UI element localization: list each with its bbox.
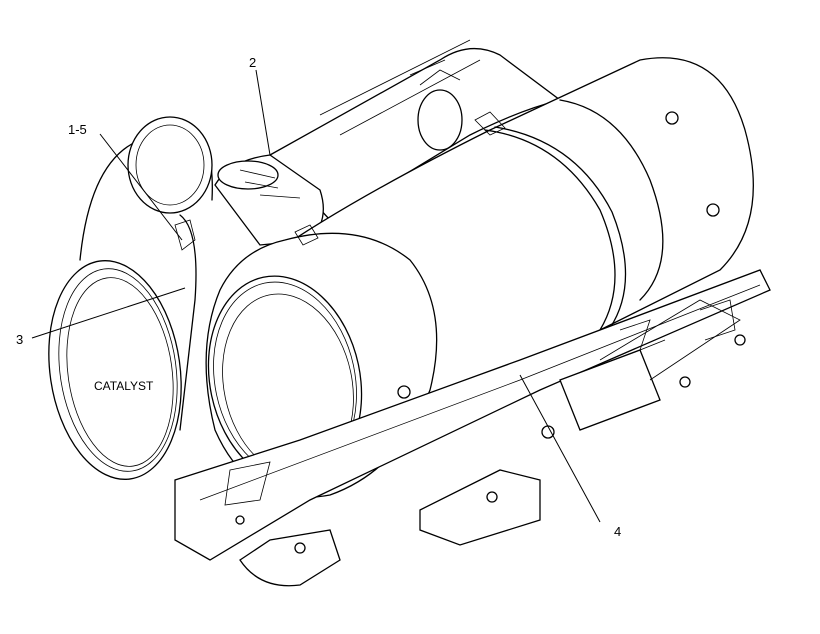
clamp-ring-part-3 <box>48 260 182 480</box>
leader-line-2 <box>255 69 271 156</box>
leader-line-3 <box>31 287 186 339</box>
catalyst-label: CATALYST <box>94 379 154 393</box>
callout-label-4: 4 <box>614 524 621 539</box>
callout-label-3: 3 <box>16 332 23 347</box>
leader-line-4 <box>519 374 601 523</box>
end-housing <box>79 116 213 431</box>
callout-label-1-5: 1-5 <box>68 122 87 137</box>
callout-label-2: 2 <box>249 55 256 70</box>
rear-muffler-cylinder <box>268 39 562 221</box>
mounting-frame <box>174 269 771 587</box>
leader-line-1-5 <box>99 133 183 241</box>
